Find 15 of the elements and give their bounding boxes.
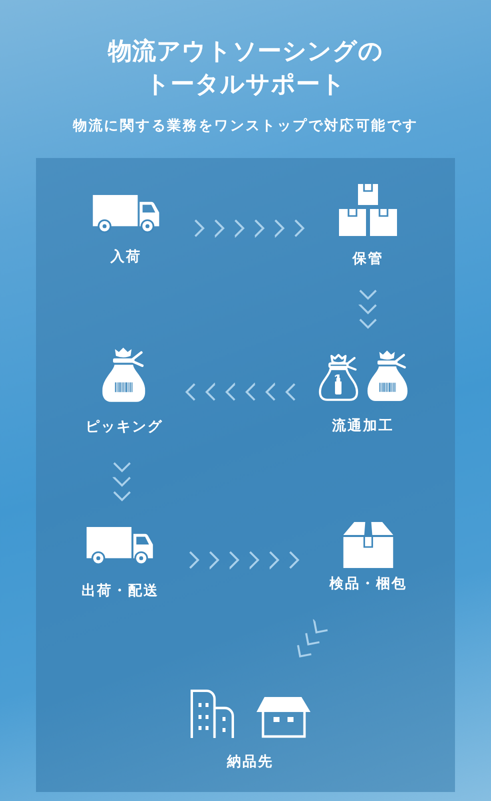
step-label: ピッキング bbox=[85, 419, 163, 436]
chevron-arrow bbox=[358, 289, 377, 328]
chevron-arrow bbox=[194, 218, 304, 239]
chevron-arrow bbox=[188, 550, 299, 570]
chevron-arrow bbox=[297, 619, 329, 658]
title: 物流アウトソーシングのトータルサポート bbox=[106, 36, 384, 100]
chevron-arrow bbox=[186, 382, 296, 402]
step-label: 検品・梱包 bbox=[329, 576, 407, 593]
chevron-arrow bbox=[112, 462, 131, 501]
step-label: 納品先 bbox=[226, 754, 274, 771]
step-label: 保管 bbox=[352, 251, 384, 268]
subtitle: 物流に関する業務をワンストップで対応可能です bbox=[72, 117, 418, 135]
step-label: 流通加工 bbox=[332, 418, 394, 435]
step-label: 出荷・配送 bbox=[81, 583, 159, 600]
step-label: 入荷 bbox=[110, 249, 142, 266]
